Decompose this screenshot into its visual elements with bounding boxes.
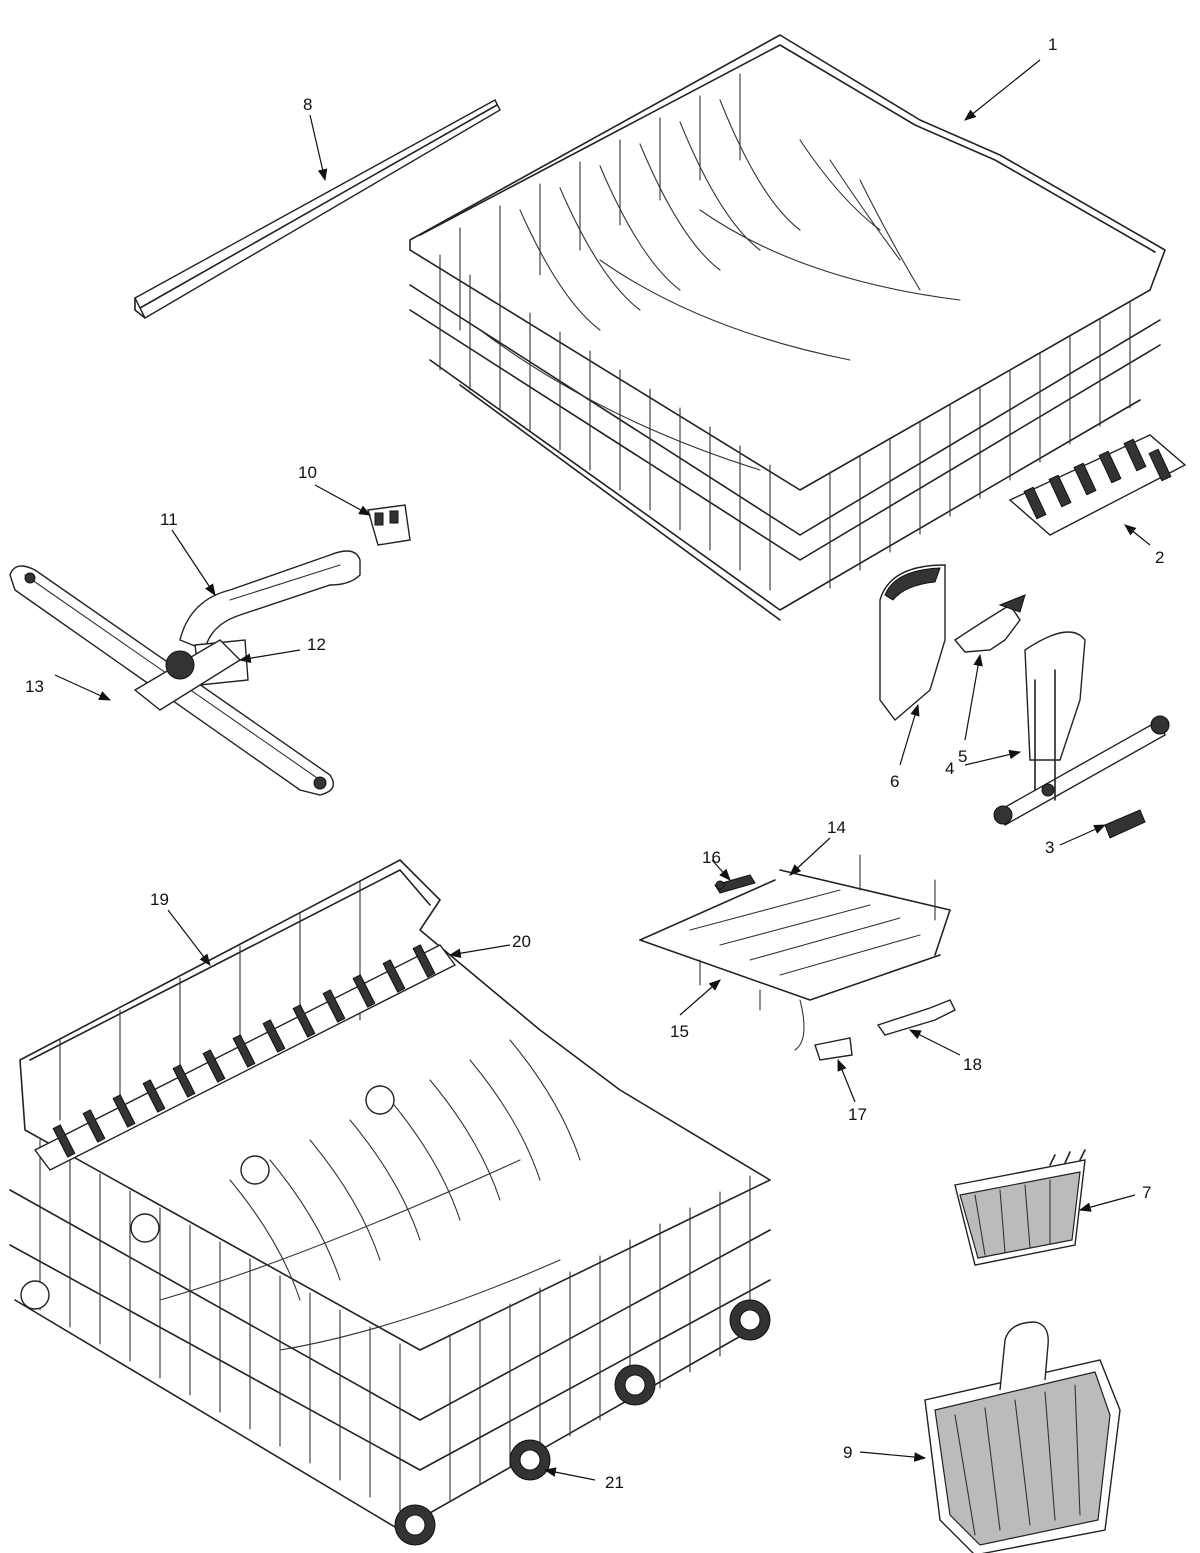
part-number-17: 17	[848, 1105, 867, 1124]
leader-20	[448, 944, 511, 958]
leader-14	[789, 837, 831, 876]
leader-1	[964, 59, 1041, 121]
shelf-hinge	[714, 874, 756, 894]
leader-3	[1059, 824, 1107, 846]
leader-19	[167, 909, 211, 966]
leader-5	[964, 653, 983, 741]
rack-rail	[134, 99, 501, 319]
upper-rack	[409, 34, 1166, 621]
shelf-bracket	[876, 999, 956, 1036]
leader-13	[54, 674, 112, 701]
part-labels: 1 2 3 4 5 6 7 8 9 10 11 12 13 14 15 16 1…	[25, 35, 1164, 1492]
rack-wheel	[394, 1299, 771, 1546]
shelf-clip	[814, 1037, 853, 1061]
part-number-13: 13	[25, 677, 44, 696]
part-number-16: 16	[702, 848, 721, 867]
adjuster-housing	[879, 564, 946, 722]
part-number-5: 5	[958, 747, 967, 766]
part-number-20: 20	[512, 932, 531, 951]
part-number-14: 14	[827, 818, 846, 837]
part-number-18: 18	[963, 1055, 982, 1074]
leader-6	[899, 703, 920, 766]
part-number-19: 19	[150, 890, 169, 909]
leader-9	[859, 1451, 927, 1462]
leader-10	[314, 484, 372, 516]
leader-7	[1078, 1194, 1136, 1212]
cup-shelf	[639, 854, 951, 1051]
part-number-12: 12	[307, 635, 326, 654]
part-number-8: 8	[303, 95, 312, 114]
leader-lines	[54, 59, 1151, 1481]
rack-adjuster-arm	[993, 631, 1170, 827]
leader-11	[171, 529, 216, 597]
fold-down-tines	[33, 944, 457, 1171]
lower-rack	[9, 859, 771, 1531]
manifold-clip	[367, 504, 411, 546]
part-number-4: 4	[945, 759, 954, 778]
rack-stop	[1104, 809, 1146, 839]
part-number-10: 10	[298, 463, 317, 482]
small-basket	[954, 1149, 1086, 1266]
part-number-9: 9	[843, 1443, 852, 1462]
adjuster-latch	[953, 594, 1026, 653]
part-number-11: 11	[160, 510, 178, 529]
feed-tube	[179, 550, 361, 651]
leader-8	[309, 114, 328, 182]
leader-16	[711, 859, 731, 881]
part-number-1: 1	[1048, 35, 1057, 54]
part-number-15: 15	[670, 1022, 689, 1041]
spray-arm	[9, 565, 334, 796]
part-number-2: 2	[1155, 548, 1164, 567]
leader-17	[837, 1058, 856, 1103]
part-number-3: 3	[1045, 838, 1054, 857]
leader-15	[679, 979, 721, 1016]
leader-4	[964, 749, 1022, 766]
leader-21	[543, 1467, 596, 1481]
leader-18	[908, 1029, 961, 1056]
silverware-basket	[924, 1321, 1121, 1553]
tine-row-clip	[1008, 434, 1187, 536]
leader-12	[238, 649, 301, 663]
leader-2	[1124, 524, 1151, 546]
part-number-6: 6	[890, 772, 899, 791]
part-number-21: 21	[605, 1473, 624, 1492]
part-number-7: 7	[1142, 1183, 1151, 1202]
